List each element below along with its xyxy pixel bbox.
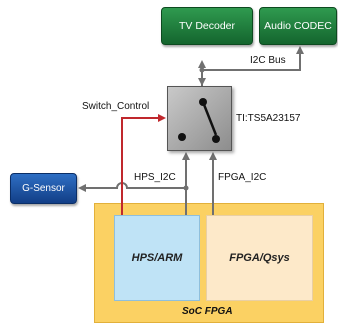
g-sensor-line xyxy=(78,182,186,192)
hps-arm-label: HPS/ARM xyxy=(131,252,183,264)
soc-fpga-label: SoC FPGA xyxy=(182,306,233,317)
tv-decoder-block: TV Decoder xyxy=(161,7,253,45)
fpga-i2c-label: FPGA_I2C xyxy=(218,172,267,183)
switch-symbol-icon xyxy=(178,98,220,143)
switch-control-line xyxy=(121,114,166,215)
audio-codec-label: Audio CODEC xyxy=(264,20,332,32)
hps-arm-block: HPS/ARM xyxy=(114,215,200,301)
switch-chip-label: TI:TS5A23157 xyxy=(236,113,301,124)
switch-chip xyxy=(167,86,232,151)
g-sensor-block: G-Sensor xyxy=(10,173,77,204)
hps-i2c-label: HPS_I2C xyxy=(134,172,176,183)
fpga-qsys-block: FPGA/Qsys xyxy=(206,215,313,301)
g-sensor-label: G-Sensor xyxy=(22,183,65,194)
fpga-qsys-label: FPGA/Qsys xyxy=(229,252,290,264)
audio-codec-block: Audio CODEC xyxy=(259,7,337,45)
i2c-bus-label: I2C Bus xyxy=(250,55,286,66)
g-sensor-junction-dot xyxy=(183,185,189,191)
bus-junction-dot xyxy=(199,67,205,73)
tv-decoder-label: TV Decoder xyxy=(178,20,236,32)
switch-control-label: Switch_Control xyxy=(82,101,150,112)
i2c-bus-line xyxy=(202,46,304,71)
